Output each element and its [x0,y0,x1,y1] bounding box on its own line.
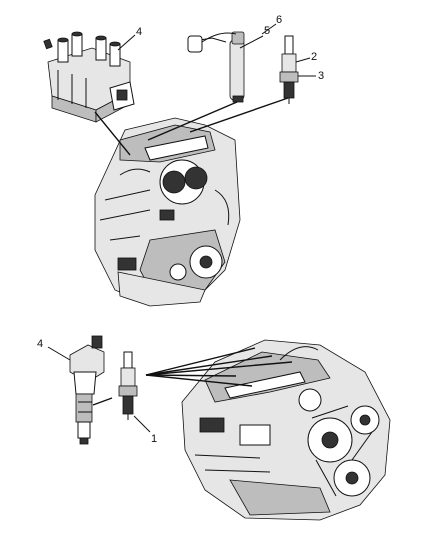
callout-top-spark-plug-insulator: 2 [311,51,317,63]
coil-on-plug-illustration [69,335,105,445]
top-leader-lines [94,23,316,156]
bottom-leader-lines [47,346,293,433]
callout-top-spark-plug: 3 [318,70,324,82]
coil-pack-illustration [43,31,135,123]
top-engine-illustration [94,117,241,307]
callout-top-plug-wire: 6 [276,14,282,26]
spark-plug-bottom-illustration [118,351,138,420]
callout-bottom-coil: 4 [37,338,43,350]
callout-bottom-spark-plug: 1 [151,433,157,445]
spark-plug-top-illustration [279,35,299,104]
callout-top-plug-wire-boot: 5 [264,25,270,37]
plug-wire-illustration [187,31,245,103]
callout-top-coil-pack: 4 [136,26,142,38]
bottom-engine-illustration [181,339,391,521]
